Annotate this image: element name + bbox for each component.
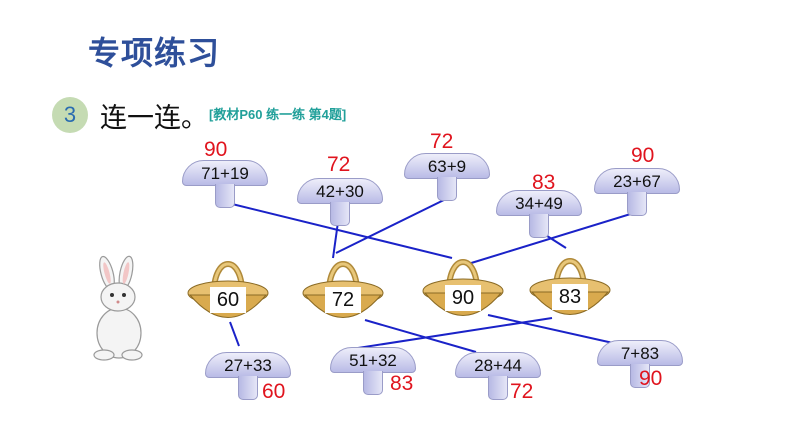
textbook-reference: [教材P60 练一练 第4题]: [209, 107, 347, 122]
question-text: 连一连。: [100, 103, 208, 134]
basket-value: 60: [210, 287, 246, 313]
expression: 23+67: [613, 172, 661, 191]
mushroom-card[interactable]: 28+44: [455, 352, 541, 400]
mushroom-card[interactable]: 7+83: [597, 340, 683, 388]
mushroom-card[interactable]: 27+33: [205, 352, 291, 400]
mushroom-card[interactable]: 63+9: [404, 153, 490, 201]
answer-label: 60: [262, 380, 286, 403]
mushroom-card[interactable]: 71+19: [182, 160, 268, 208]
answer-label: 83: [390, 372, 414, 395]
connector-line: [227, 202, 453, 259]
connector-line: [332, 221, 339, 259]
basket-value: 90: [445, 285, 481, 311]
answer-label: 72: [430, 130, 454, 153]
expression: 51+32: [349, 351, 397, 370]
expression: 28+44: [474, 356, 522, 375]
expression: 27+33: [224, 356, 272, 375]
connector-line: [344, 317, 553, 351]
connector-line: [364, 319, 477, 353]
connector-line: [335, 196, 451, 254]
expression: 63+9: [427, 157, 467, 176]
rabbit-icon: [93, 255, 143, 361]
answer-label: 90: [204, 138, 228, 161]
basket[interactable]: 83: [528, 242, 612, 320]
mushroom-card[interactable]: 51+32: [330, 347, 416, 395]
answer-label: 72: [510, 380, 534, 403]
page-title: 专项练习: [88, 34, 221, 72]
basket-value: 83: [552, 284, 588, 310]
mushroom-card[interactable]: 23+67: [594, 168, 680, 216]
answer-label: 83: [532, 171, 556, 194]
basket[interactable]: 90: [421, 243, 505, 321]
connector-line: [467, 211, 638, 265]
connector-line: [229, 321, 240, 347]
mushroom-card[interactable]: 34+49: [496, 190, 582, 238]
basket-value: 72: [325, 287, 361, 313]
expression: 7+83: [620, 344, 660, 363]
answer-label: 90: [631, 144, 655, 167]
answer-label: 72: [327, 153, 351, 176]
mushroom-card[interactable]: 42+30: [297, 178, 383, 226]
expression: 42+30: [316, 182, 364, 201]
answer-label: 90: [639, 367, 663, 390]
basket[interactable]: 72: [301, 245, 385, 323]
expression: 34+49: [515, 194, 563, 213]
connector-line: [487, 314, 623, 346]
question-number-badge: 3: [52, 97, 88, 133]
basket[interactable]: 60: [186, 245, 270, 323]
expression: 71+19: [201, 164, 249, 183]
